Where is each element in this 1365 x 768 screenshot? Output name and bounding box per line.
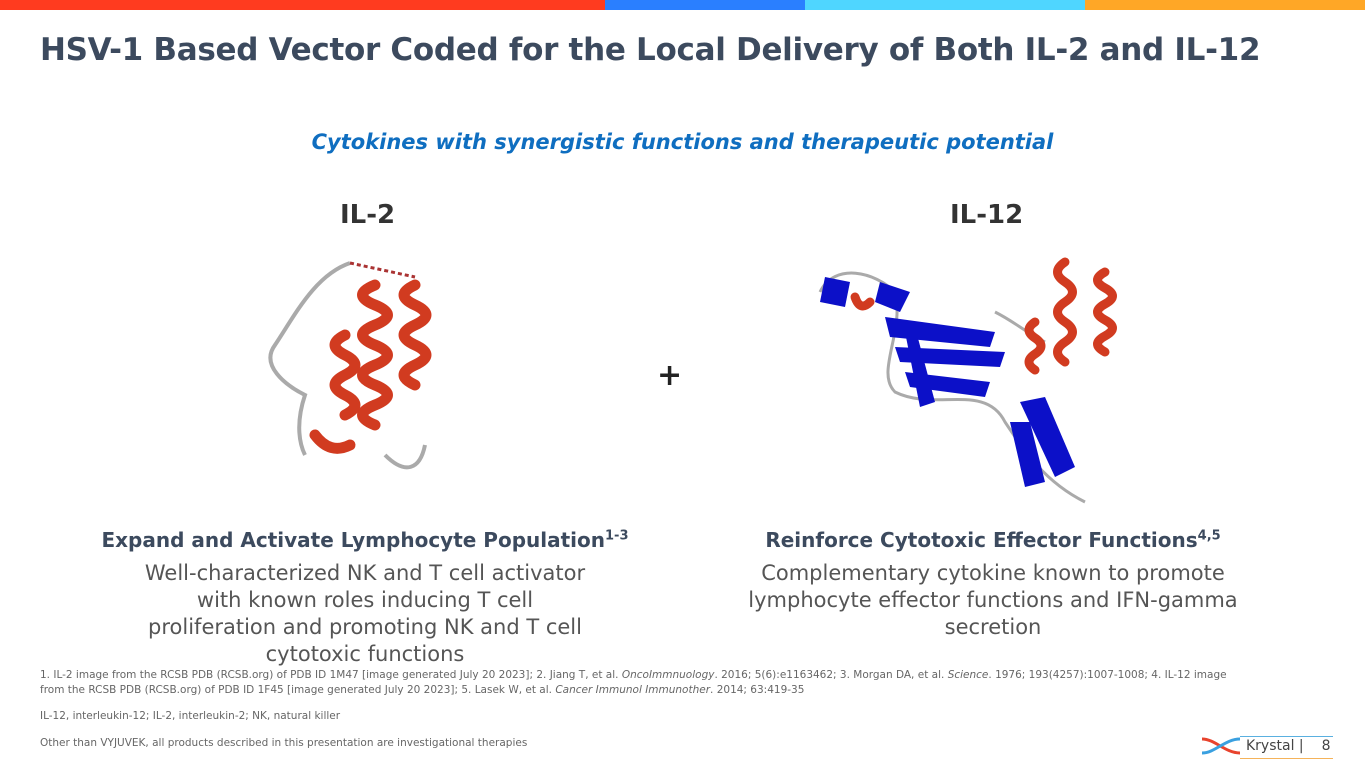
page-title: HSV-1 Based Vector Coded for the Local D… [40,32,1261,68]
disclaimer: Other than VYJUVEK, all products describ… [40,737,528,749]
top-bar-blue [605,0,805,10]
il12-body: Complementary cytokine known to promote … [748,561,1238,639]
il12-description: Reinforce Cytotoxic Effector Functions4,… [713,528,1273,641]
il12-heading: Reinforce Cytotoxic Effector Functions4,… [713,528,1273,552]
il12-protein-image [818,257,1117,504]
page-number: 8 [1321,738,1331,754]
il2-protein-image [268,261,432,470]
logo-line-orange [1240,758,1333,759]
ref-journal: Science [947,669,989,681]
il12-label: IL-12 [950,200,1024,230]
ref-text: . 1976; 193(4257):1007-1008; 4. IL-12 im… [40,669,1227,696]
ref-text: 1. IL-2 image from the RCSB PDB (RCSB.or… [40,669,622,681]
top-bar-red [0,0,605,10]
krystal-logo: Krystal | 8 [1200,735,1333,759]
il12-heading-text: Reinforce Cytotoxic Effector Functions [765,528,1198,552]
il12-ref: 4,5 [1197,528,1221,544]
abbreviations: IL-12, interleukin-12; IL-2, interleukin… [40,710,341,722]
il2-heading: Expand and Activate Lymphocyte Populatio… [85,528,645,552]
logo-line-blue [1240,736,1333,737]
subtitle: Cytokines with synergistic functions and… [311,130,1054,154]
ref-text: . 2014; 63:419-35 [710,684,805,696]
logo-name: Krystal | [1246,738,1304,754]
top-bar-orange [1085,0,1365,10]
plus-sign: + [657,358,683,393]
ref-text: . 2016; 5(6):e1163462; 3. Morgan DA, et … [714,669,948,681]
references: 1. IL-2 image from the RCSB PDB (RCSB.or… [40,668,1250,698]
dna-logo-icon [1201,737,1241,755]
ref-journal: OncoImmnuology [621,669,715,681]
il2-heading-text: Expand and Activate Lymphocyte Populatio… [101,528,605,552]
il2-ref: 1-3 [605,528,629,544]
ref-journal: Cancer Immunol Immunother [555,684,711,696]
il2-description: Expand and Activate Lymphocyte Populatio… [85,528,645,668]
top-bar-cyan [805,0,1085,10]
il2-body: Well-characterized NK and T cell activat… [144,561,586,666]
il2-label: IL-2 [340,200,396,230]
